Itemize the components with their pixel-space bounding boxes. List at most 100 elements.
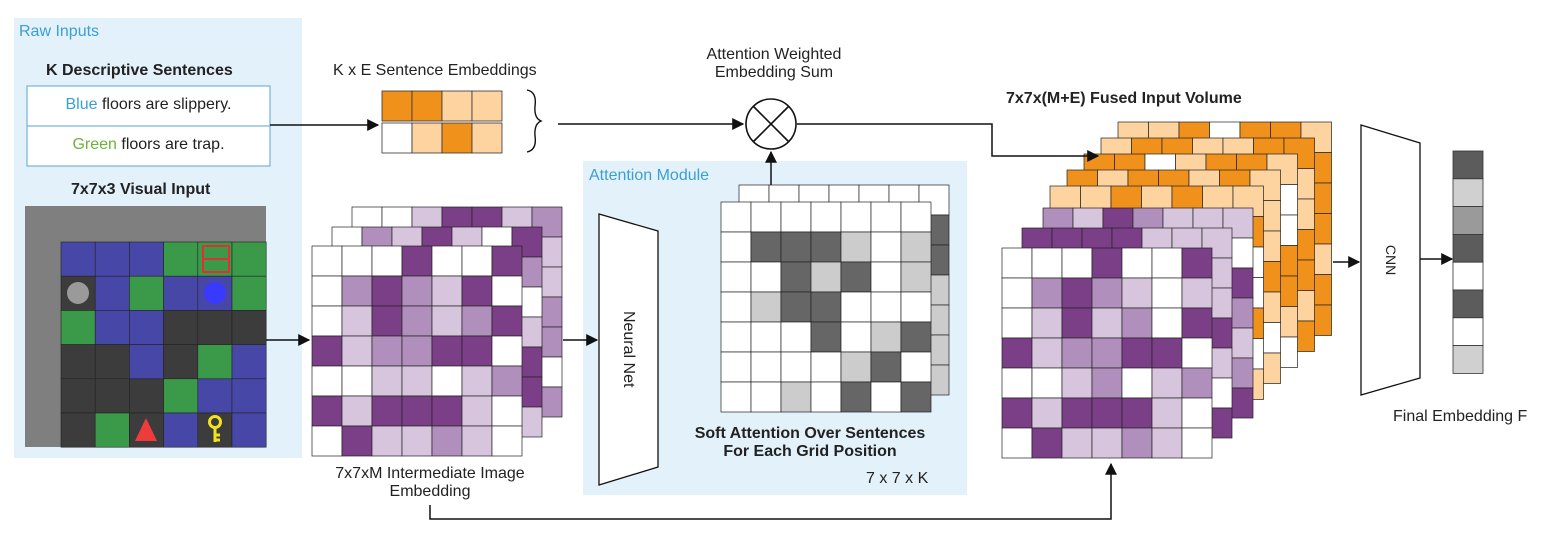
grid-cell: [900, 381, 932, 413]
visual-grid-cell: [129, 378, 164, 414]
grid-cell: [1061, 427, 1093, 459]
grid-cell: [341, 305, 373, 337]
grid-cell: [1031, 277, 1063, 309]
grid-cell: [870, 291, 902, 323]
grid-cell: [1091, 307, 1123, 339]
visual-grid-cell: [197, 378, 233, 414]
grid-cell: [1181, 337, 1213, 369]
grid-cell: [341, 335, 373, 367]
fused-input-volume-stack: [1001, 121, 1332, 459]
visual-grid-cell: [60, 241, 96, 277]
intermediate-label: 7x7xM Intermediate Image Embedding: [335, 465, 525, 501]
final-embedding-vector: [1452, 150, 1484, 374]
grid-cell: [1121, 367, 1153, 399]
grid-cell: [870, 351, 902, 383]
grid-cell: [750, 351, 782, 383]
grid-cell: [1001, 397, 1033, 429]
visual-grid-cell: [129, 310, 164, 345]
visual-grid-cell: [163, 241, 199, 277]
visual-input-title: 7x7x3 Visual Input: [71, 181, 211, 198]
grid-cell: [371, 365, 403, 397]
final-embedding-cell: [1452, 233, 1484, 263]
grid-cell: [1151, 307, 1183, 339]
grid-cell: [1031, 337, 1063, 369]
grid-cell: [1181, 397, 1213, 429]
visual-grid-cell: [163, 344, 199, 380]
grid-cell: [1266, 153, 1298, 185]
visual-input-grid: [60, 241, 267, 448]
grid-cell: [780, 351, 812, 383]
attention-layer: [720, 201, 932, 413]
grid-cell: [371, 305, 403, 337]
grid-cell: [1061, 367, 1093, 399]
embedding-cell: [411, 90, 443, 122]
final-embedding-cell: [1452, 261, 1484, 291]
grid-cell: [491, 245, 523, 277]
grid-cell: [1151, 337, 1183, 369]
visual-grid-cell: [163, 378, 199, 414]
fused-purple-layer: [1001, 247, 1213, 459]
grid-cell: [1031, 307, 1063, 339]
grid-cell: [1001, 277, 1033, 309]
grid-cell: [1091, 367, 1123, 399]
grid-cell: [1151, 247, 1183, 279]
visual-grid-cell: [94, 378, 130, 414]
grid-cell: [720, 351, 752, 383]
visual-grid-cell: [94, 344, 130, 380]
grid-cell: [431, 425, 463, 457]
grid-cell: [840, 351, 872, 383]
grid-cell: [371, 275, 403, 307]
grid-cell: [1001, 337, 1033, 369]
grid-cell: [1151, 277, 1183, 309]
grid-cell: [900, 231, 932, 263]
grid-cell: [401, 395, 433, 427]
sentence-1: Blue floors are slippery.: [27, 96, 270, 114]
grid-cell: [780, 201, 812, 233]
final-embedding-cell: [1452, 345, 1484, 374]
soft-attention-stack: [720, 184, 950, 413]
final-embedding-cell: [1452, 289, 1484, 319]
attention-dims-label: 7 x 7 x K: [866, 470, 929, 487]
grid-cell: [870, 381, 902, 413]
grid-cell: [1091, 427, 1123, 459]
grid-cell: [900, 321, 932, 353]
grid-cell: [311, 305, 343, 337]
grid-cell: [341, 275, 373, 307]
visual-grid-cell: [60, 378, 96, 414]
grid-cell: [341, 365, 373, 397]
sentence-2: Green floors are trap.: [27, 136, 270, 154]
intermediate-layer: [311, 245, 523, 457]
grid-cell: [1001, 247, 1033, 279]
grid-cell: [1031, 397, 1063, 429]
visual-grid-cell: [197, 310, 233, 345]
grid-cell: [431, 245, 463, 277]
grid-cell: [1031, 427, 1063, 459]
grid-cell: [780, 321, 812, 353]
door-icon: [202, 245, 230, 273]
grid-cell: [780, 291, 812, 323]
embeddings-brace: [526, 89, 543, 153]
key-icon: [208, 415, 222, 442]
grid-cell: [750, 261, 782, 293]
final-embedding-cell: [1452, 150, 1484, 180]
grid-cell: [311, 245, 343, 277]
grid-cell: [810, 381, 842, 413]
grid-cell: [720, 261, 752, 293]
multiply-circle-icon: [745, 98, 797, 150]
visual-grid-cell: [231, 241, 267, 277]
visual-grid-cell: [197, 344, 233, 380]
cnn-block: [1360, 124, 1421, 396]
grid-cell: [371, 335, 403, 367]
grid-cell: [461, 335, 493, 367]
grid-cell: [1121, 307, 1153, 339]
visual-grid-cell: [60, 412, 96, 448]
visual-grid-cell: [231, 275, 267, 311]
grid-cell: [1061, 397, 1093, 429]
grid-cell: [900, 351, 932, 383]
neural-net-label: Neural Net: [620, 310, 638, 388]
grid-cell: [810, 201, 842, 233]
grid-cell: [1121, 397, 1153, 429]
grid-cell: [511, 226, 543, 258]
arrows: [266, 118, 1454, 520]
grid-cell: [371, 245, 403, 277]
